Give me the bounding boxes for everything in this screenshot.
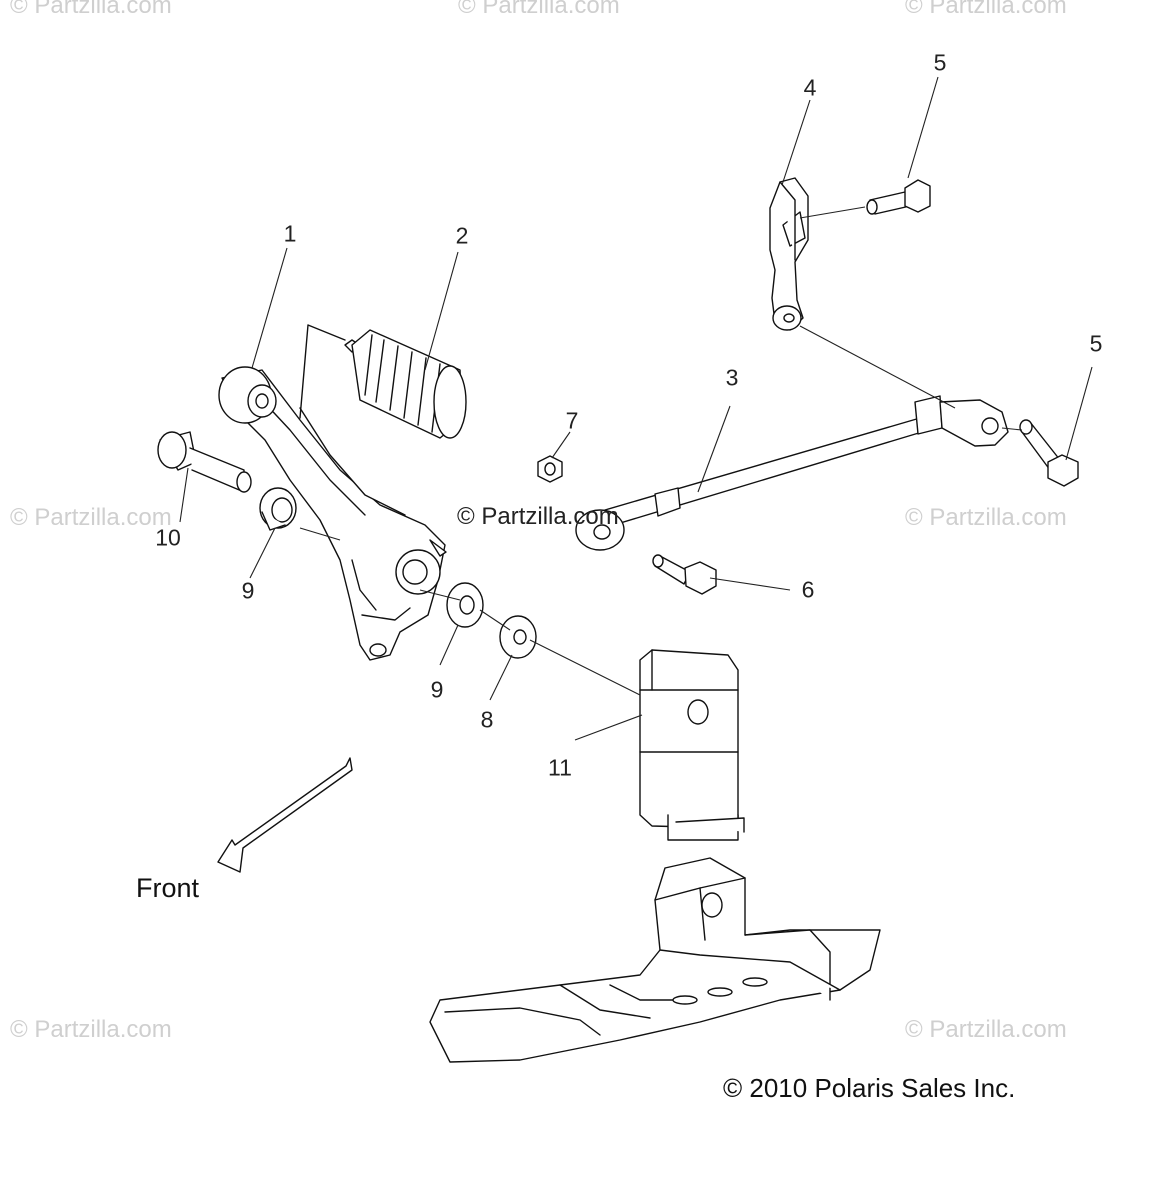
watermark-top-left: © Partzilla.com: [10, 0, 172, 19]
footrest: [430, 858, 880, 1062]
copyright-notice: © 2010 Polaris Sales Inc.: [723, 1073, 1016, 1103]
bolt-right: [1020, 420, 1078, 486]
assembly-leader: [300, 325, 345, 418]
callout-4: 4: [803, 74, 817, 101]
mounting-block: [640, 650, 744, 840]
callout-7: 7: [565, 407, 579, 434]
brake-rod: [576, 396, 1008, 550]
callout-11: 11: [548, 754, 572, 781]
pivot-bolt: [158, 432, 251, 492]
washer-9: [447, 583, 483, 627]
front-arrow: [218, 758, 352, 872]
callout-5a: 5: [933, 49, 947, 76]
callout-10: 10: [155, 524, 181, 551]
callout-9b: 9: [430, 676, 444, 703]
bushing-left: [260, 488, 296, 530]
watermark-mid-right: © Partzilla.com: [905, 504, 1067, 531]
washer-8: [500, 616, 536, 658]
brake-pedal-arm: [219, 367, 446, 660]
callout-8: 8: [480, 706, 494, 733]
watermark-mid-left: © Partzilla.com: [10, 504, 172, 531]
pedal-peg: [345, 330, 466, 438]
nut-7: [538, 456, 562, 482]
callout-1: 1: [283, 220, 297, 247]
callout-9a: 9: [241, 577, 255, 604]
center-watermark: © Partzilla.com: [457, 503, 619, 530]
callout-2: 2: [455, 222, 469, 249]
watermark-bottom-right: © Partzilla.com: [905, 1016, 1067, 1043]
callout-5b: 5: [1089, 330, 1103, 357]
bolt-6: [653, 555, 716, 594]
watermark-bottom-left: © Partzilla.com: [10, 1016, 172, 1043]
brake-lever: [770, 178, 808, 330]
leader-lines: [180, 77, 1092, 740]
front-label: Front: [136, 873, 200, 903]
callout-6: 6: [801, 576, 815, 603]
callout-3: 3: [725, 364, 739, 391]
bolt-upper: [867, 180, 930, 214]
watermark-top-right: © Partzilla.com: [905, 0, 1067, 19]
watermark-top-center: © Partzilla.com: [458, 0, 620, 19]
